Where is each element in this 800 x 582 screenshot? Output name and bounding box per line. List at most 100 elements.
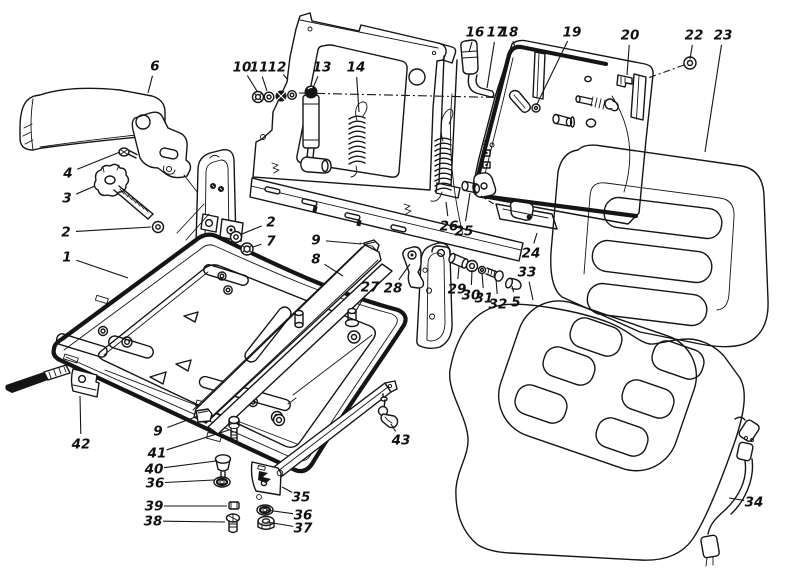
- callout-leader: [167, 415, 199, 429]
- callout-number: 38: [144, 514, 163, 530]
- callout-37: 37: [266, 521, 313, 537]
- callout-number: 40: [144, 462, 164, 478]
- stud-27: [344, 307, 360, 328]
- callout-number: 17: [487, 25, 506, 41]
- callout-leader: [457, 265, 460, 280]
- callout-number: 29: [448, 282, 467, 298]
- callout-5: 5: [511, 285, 521, 311]
- callout-22: 22: [685, 28, 703, 60]
- callout-6: 6: [147, 59, 160, 94]
- callout-2: 2: [241, 215, 276, 235]
- hinge-plate-24: [495, 200, 558, 230]
- callout-number: 31: [475, 291, 494, 307]
- callout-number: 43: [391, 433, 411, 449]
- washer-36b: [256, 494, 274, 516]
- callout-19: 19: [536, 25, 582, 105]
- callout-4: 4: [62, 151, 121, 182]
- callout-35: 35: [281, 486, 311, 506]
- panel-hole: [408, 68, 426, 86]
- callout-leader: [246, 75, 258, 92]
- callout-32: 32: [489, 278, 507, 313]
- callout-leader: [252, 243, 262, 248]
- bolt-41: [228, 415, 240, 444]
- callout-number: 10: [233, 60, 252, 76]
- pivot-lug-bolt-25: [461, 172, 497, 198]
- callout-leader: [241, 225, 262, 235]
- callout-number: 16: [466, 25, 485, 41]
- hex-bolt: [272, 413, 286, 427]
- callout-number: 9: [153, 424, 162, 440]
- pivot-bracket-left: [176, 149, 244, 247]
- callout-leader: [468, 41, 473, 53]
- seat-cushion: [449, 300, 745, 561]
- callout-leader: [265, 509, 294, 515]
- slide-rail-lower: [207, 263, 393, 435]
- star-washer: [275, 90, 287, 102]
- callout-number: 35: [292, 490, 311, 506]
- pivot-bracket-right: [416, 242, 453, 349]
- callout-leader: [495, 278, 498, 295]
- callout-36: 36: [146, 476, 215, 492]
- rail-bracket-35: [250, 461, 284, 496]
- callout-leader: [470, 269, 473, 286]
- callout-number: 42: [71, 437, 91, 453]
- callout-leader: [147, 75, 154, 94]
- knob-washer-2: [151, 220, 165, 234]
- callout-number: 24: [522, 246, 541, 262]
- screw-40: [214, 454, 232, 479]
- callout-leader: [445, 201, 449, 217]
- callout-36: 36: [265, 508, 313, 524]
- callout-12: 12: [268, 60, 289, 81]
- washer-30: [465, 259, 479, 273]
- callout-29: 29: [448, 265, 467, 298]
- retainer-clip-20: [616, 74, 633, 88]
- callout-7: 7: [252, 234, 276, 250]
- callout-number: 1: [62, 250, 71, 266]
- callout-leader: [266, 521, 294, 527]
- armrest-bolt-4: [118, 147, 138, 159]
- stop-stud: [552, 113, 576, 128]
- callout-leader: [481, 272, 484, 289]
- bolt-32: [485, 267, 504, 282]
- callout-leader: [311, 75, 319, 91]
- callout-41: 41: [147, 429, 230, 462]
- callout-number: 39: [145, 499, 164, 515]
- callout-number: 9: [311, 233, 320, 249]
- clip-9b: [195, 408, 213, 423]
- flat-washer: [287, 89, 298, 100]
- callout-43: 43: [390, 423, 411, 449]
- callout-leader: [390, 423, 397, 432]
- callout-leader: [166, 429, 230, 451]
- callout-9: 9: [153, 415, 199, 440]
- callout-leader: [163, 460, 217, 469]
- tension-spring: [348, 101, 368, 178]
- callout-33: 33: [518, 265, 537, 301]
- callout-number: 36: [294, 508, 313, 524]
- callout-20: 20: [621, 28, 639, 76]
- callout-leader: [528, 281, 534, 301]
- grommet-22: [683, 56, 697, 70]
- callout-number: 3: [62, 191, 71, 207]
- wiring-harness: [700, 416, 760, 567]
- callout-number: 19: [563, 25, 582, 41]
- callout-18: 18: [500, 25, 518, 50]
- seat-back-panel: [249, 12, 573, 262]
- callout-number: 33: [518, 265, 537, 281]
- washer-36a: [213, 476, 231, 488]
- panel-flange: [437, 42, 457, 64]
- callout-11: 11: [250, 60, 268, 92]
- callout-number: 28: [384, 281, 403, 297]
- guide-grip-16: [460, 39, 479, 75]
- callout-number: 6: [150, 59, 159, 75]
- callout-leader: [75, 226, 152, 232]
- callout-28: 28: [384, 263, 411, 297]
- mount-bracket-42: [70, 368, 100, 398]
- callout-leader: [626, 44, 630, 76]
- washer-31: [477, 265, 487, 275]
- roller-43: [377, 399, 399, 429]
- nut-39: [228, 501, 240, 510]
- callout-13: 13: [311, 60, 331, 91]
